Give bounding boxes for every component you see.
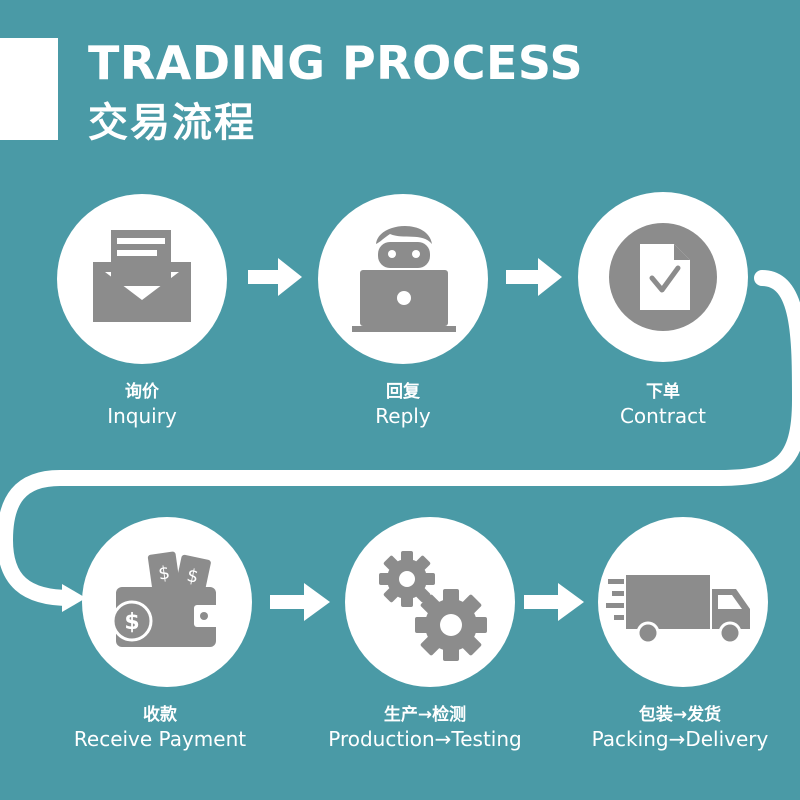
gears-icon (379, 551, 487, 661)
arrow-production-to-packing (524, 583, 584, 621)
step-production-label: 生产→检测 Production→Testing (305, 704, 545, 752)
page-title-chinese: 交易流程 (88, 100, 256, 146)
step-production-en: Production→Testing (328, 727, 522, 751)
step-production-circle (345, 517, 515, 687)
step-payment-en: Receive Payment (73, 727, 247, 751)
envelope-icon (93, 230, 191, 322)
step-delivery-cn: 包装→发货 (638, 705, 722, 725)
delivery-truck-icon (606, 575, 750, 645)
step-payment-cn: 收款 (143, 705, 177, 725)
step-delivery-label: 包装→发货 Packing→Delivery (560, 704, 800, 752)
arrow-inquiry-to-reply (248, 258, 302, 296)
arrow-payment-to-production (270, 583, 330, 621)
flow-arrow-end (62, 584, 86, 612)
step-payment-label: 收款 Receive Payment (40, 704, 280, 752)
svg-text:$: $ (185, 565, 201, 588)
document-check-icon (609, 223, 717, 331)
step-inquiry-circle (57, 194, 227, 364)
step-reply-label: 回复 Reply (283, 381, 523, 429)
wallet-money-icon: $ $ $ (111, 551, 220, 647)
step-contract-label: 下单 Contract (543, 381, 783, 429)
step-delivery-circle (598, 517, 768, 687)
step-delivery-en: Packing→Delivery (591, 727, 769, 751)
step-contract-en: Contract (619, 404, 707, 428)
step-inquiry-cn: 询价 (125, 382, 159, 402)
flow-connector-line (0, 270, 800, 606)
step-inquiry-en: Inquiry (107, 404, 177, 428)
arrow-reply-to-contract (506, 258, 562, 296)
step-reply-en: Reply (375, 404, 431, 428)
page-title: TRADING PROCESS (88, 36, 584, 90)
step-contract-cn: 下单 (646, 382, 680, 402)
step-payment-circle: $ $ $ (82, 517, 252, 687)
svg-text:$: $ (124, 610, 139, 635)
step-inquiry-label: 询价 Inquiry (22, 381, 262, 429)
step-reply-circle (318, 194, 488, 364)
step-contract-circle (578, 192, 748, 362)
svg-text:$: $ (157, 562, 171, 584)
step-reply-cn: 回复 (386, 382, 420, 402)
person-laptop-icon (352, 225, 456, 332)
header-accent-block (0, 38, 58, 140)
step-production-cn: 生产→检测 (383, 705, 467, 725)
